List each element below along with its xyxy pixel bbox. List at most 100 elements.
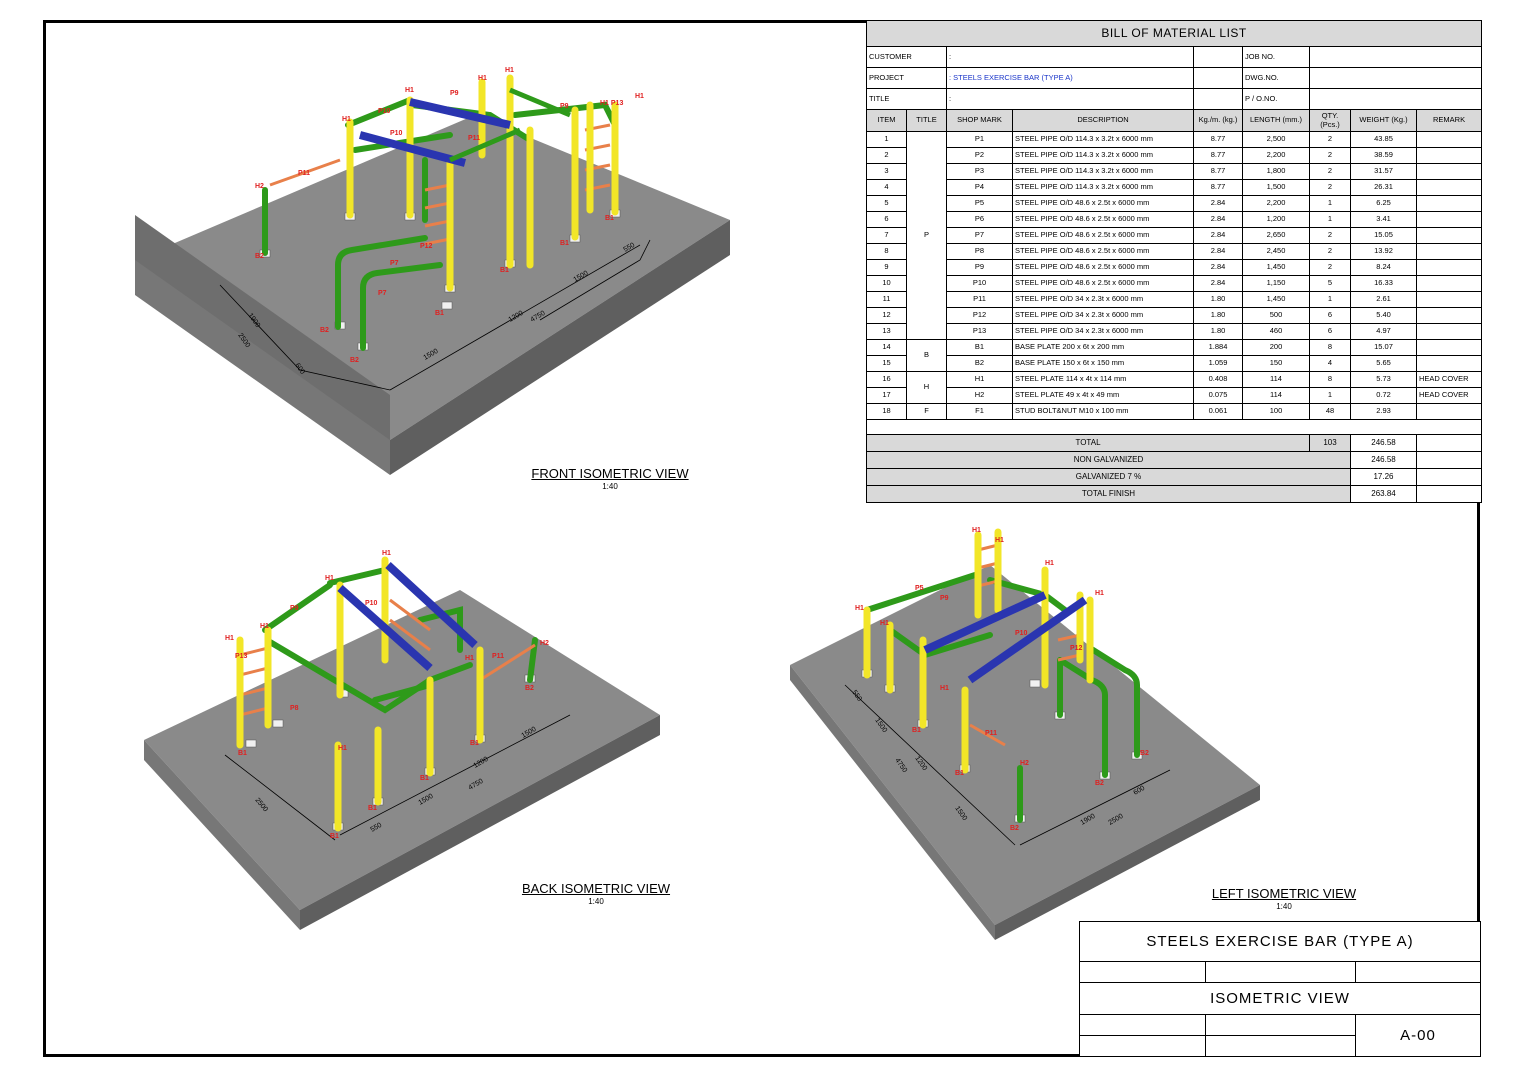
bom-length: 150 bbox=[1242, 355, 1310, 372]
project-label: PROJECT bbox=[866, 67, 947, 89]
bom-kg-per-m: 8.77 bbox=[1193, 163, 1243, 180]
bom-shop-mark: P11 bbox=[946, 291, 1013, 308]
bom-kg-per-m: 0.061 bbox=[1193, 403, 1243, 420]
svg-text:H1: H1 bbox=[855, 605, 864, 612]
bom-weight: 5.73 bbox=[1350, 371, 1417, 388]
galvanized-label: GALVANIZED 7 % bbox=[866, 468, 1351, 486]
bom-shop-mark: B1 bbox=[946, 339, 1013, 356]
bom-qty: 1 bbox=[1309, 195, 1351, 212]
bom-weight: 5.40 bbox=[1350, 307, 1417, 324]
svg-text:B1: B1 bbox=[470, 740, 479, 747]
bom-description: STEEL PIPE O/D 48.6 x 2.5t x 6000 mm bbox=[1012, 259, 1194, 276]
bom-item-no: 16 bbox=[866, 371, 907, 388]
bom-description: STEEL PLATE 49 x 4t x 49 mm bbox=[1012, 387, 1194, 404]
left-view-scale: 1:40 bbox=[1276, 902, 1292, 911]
bom-length: 114 bbox=[1242, 371, 1310, 388]
bill-of-material-table: BILL OF MATERIAL LIST CUSTOMER : JOB NO.… bbox=[865, 20, 1483, 503]
front-view-label: FRONT ISOMETRIC VIEW 1:40 bbox=[510, 466, 710, 491]
dim-label: 600 bbox=[1133, 785, 1147, 797]
svg-text:P7: P7 bbox=[378, 290, 387, 297]
svg-text:H1: H1 bbox=[465, 655, 474, 662]
svg-text:B1: B1 bbox=[330, 833, 339, 840]
bom-weight: 0.72 bbox=[1350, 387, 1417, 404]
svg-text:B2: B2 bbox=[320, 327, 329, 334]
back-view-title: BACK ISOMETRIC VIEW bbox=[521, 881, 671, 896]
bom-shop-mark: B2 bbox=[946, 355, 1013, 372]
bom-item-no: 3 bbox=[866, 163, 907, 180]
svg-text:P11: P11 bbox=[985, 730, 997, 737]
bom-description: STUD BOLT&NUT M10 x 100 mm bbox=[1012, 403, 1194, 420]
bom-shop-mark: P4 bbox=[946, 179, 1013, 196]
bom-weight: 4.97 bbox=[1350, 323, 1417, 340]
bom-weight: 43.85 bbox=[1350, 131, 1417, 148]
svg-text:H1: H1 bbox=[342, 116, 351, 123]
bom-remark bbox=[1415, 291, 1483, 308]
bom-length: 460 bbox=[1242, 323, 1310, 340]
svg-text:H2: H2 bbox=[1020, 760, 1029, 767]
bom-shop-mark: H1 bbox=[946, 371, 1013, 388]
galvanized-weight: 17.26 bbox=[1350, 468, 1417, 486]
dim-label: 550 bbox=[370, 822, 384, 834]
bom-remark bbox=[1415, 195, 1483, 212]
svg-text:P11: P11 bbox=[492, 653, 504, 660]
svg-text:H1: H1 bbox=[1095, 590, 1104, 597]
title-block: STEELS EXERCISE BAR (TYPE A) ISOMETRIC V… bbox=[1078, 921, 1482, 1057]
bom-qty: 2 bbox=[1309, 147, 1351, 164]
bom-qty: 6 bbox=[1309, 323, 1351, 340]
svg-text:B1: B1 bbox=[368, 805, 377, 812]
bom-group-title: H bbox=[906, 371, 947, 404]
svg-text:P12: P12 bbox=[1070, 645, 1083, 652]
bom-description: BASE PLATE 150 x 6t x 150 mm bbox=[1012, 355, 1194, 372]
bom-item-no: 15 bbox=[866, 355, 907, 372]
bom-length: 200 bbox=[1242, 339, 1310, 356]
svg-text:H1: H1 bbox=[325, 575, 334, 582]
svg-text:P5: P5 bbox=[915, 585, 924, 592]
bom-item-no: 1 bbox=[866, 131, 907, 148]
svg-text:B1: B1 bbox=[500, 267, 509, 274]
bom-qty: 1 bbox=[1309, 211, 1351, 228]
bom-length: 1,450 bbox=[1242, 291, 1310, 308]
bom-kg-per-m: 1.059 bbox=[1193, 355, 1243, 372]
customer-label: CUSTOMER bbox=[866, 46, 947, 68]
bom-length: 2,450 bbox=[1242, 243, 1310, 260]
title-block-drawing-title: ISOMETRIC VIEW bbox=[1078, 982, 1482, 1015]
left-view-title: LEFT ISOMETRIC VIEW bbox=[1211, 886, 1357, 901]
col-length: LENGTH (mm.) bbox=[1242, 109, 1310, 132]
bom-kg-per-m: 1.884 bbox=[1193, 339, 1243, 356]
bom-remark bbox=[1415, 243, 1483, 260]
svg-text:H1: H1 bbox=[1045, 560, 1054, 567]
bom-kg-per-m: 2.84 bbox=[1193, 227, 1243, 244]
bom-length: 2,650 bbox=[1242, 227, 1310, 244]
bom-kg-per-m: 8.77 bbox=[1193, 131, 1243, 148]
svg-text:B1: B1 bbox=[560, 240, 569, 247]
bom-weight: 6.25 bbox=[1350, 195, 1417, 212]
back-view-label: BACK ISOMETRIC VIEW 1:40 bbox=[496, 881, 696, 906]
bom-shop-mark: P10 bbox=[946, 275, 1013, 292]
bom-description: STEEL PIPE O/D 34 x 2.3t x 6000 mm bbox=[1012, 323, 1194, 340]
customer-value: : bbox=[946, 46, 1194, 68]
left-view-label: LEFT ISOMETRIC VIEW 1:40 bbox=[1184, 886, 1384, 911]
svg-text:B1: B1 bbox=[955, 770, 964, 777]
svg-text:P11: P11 bbox=[468, 135, 480, 142]
bom-remark bbox=[1415, 211, 1483, 228]
svg-text:B1: B1 bbox=[912, 727, 921, 734]
po-no-label: P / O.NO. bbox=[1242, 88, 1310, 110]
svg-text:H1: H1 bbox=[635, 93, 644, 100]
svg-text:H1: H1 bbox=[260, 623, 269, 630]
bom-remark bbox=[1415, 179, 1483, 196]
bom-weight: 16.33 bbox=[1350, 275, 1417, 292]
bom-weight: 31.57 bbox=[1350, 163, 1417, 180]
bom-length: 1,500 bbox=[1242, 179, 1310, 196]
bom-length: 100 bbox=[1242, 403, 1310, 420]
bom-description: STEEL PIPE O/D 34 x 2.3t x 6000 mm bbox=[1012, 307, 1194, 324]
svg-text:H1: H1 bbox=[505, 67, 514, 74]
bom-weight: 5.65 bbox=[1350, 355, 1417, 372]
bom-shop-mark: P8 bbox=[946, 243, 1013, 260]
col-qty: QTY. (Pcs.) bbox=[1309, 109, 1351, 132]
bom-description: STEEL PIPE O/D 48.6 x 2.5t x 6000 mm bbox=[1012, 243, 1194, 260]
